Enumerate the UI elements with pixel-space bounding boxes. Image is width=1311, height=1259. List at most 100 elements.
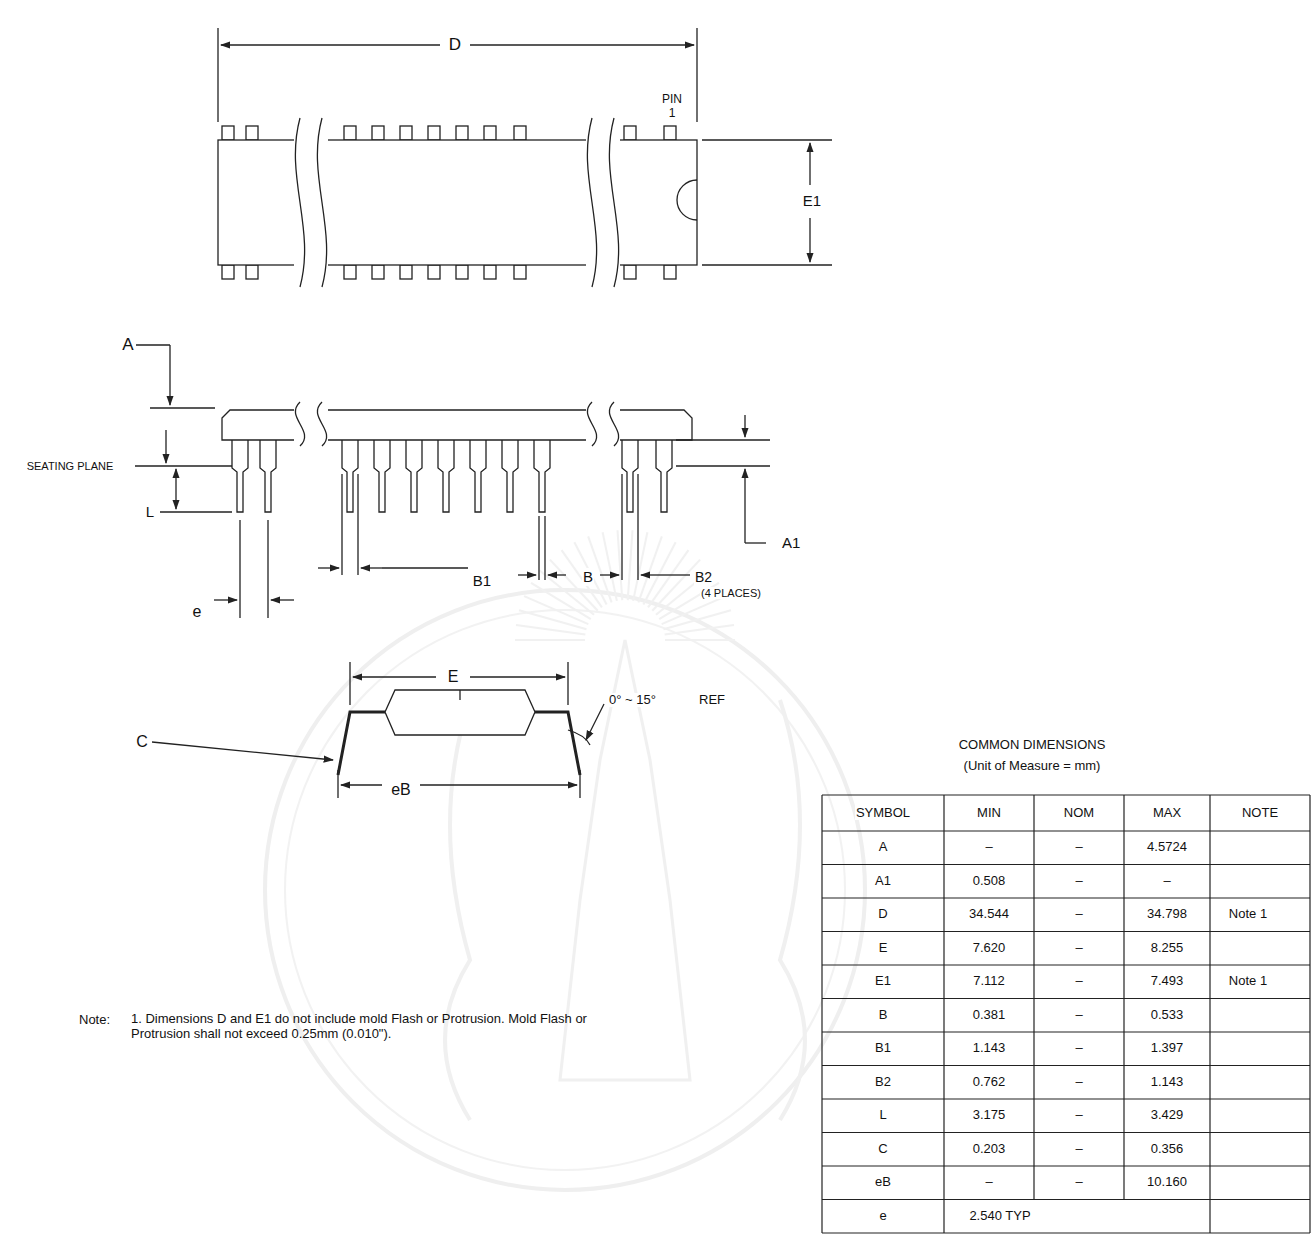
lead: [656, 440, 672, 512]
table-cell: L: [878, 1108, 887, 1123]
table-cell: 3.175: [972, 1108, 1007, 1123]
dimension-line: [221, 44, 440, 45]
table-cell: E: [878, 941, 889, 956]
table-cell: Note 1: [1228, 974, 1268, 989]
table-rule: [822, 1098, 1310, 1099]
lead: [406, 440, 422, 512]
table-rule: [822, 897, 1310, 898]
leader-line: [660, 574, 690, 575]
pin: [484, 265, 496, 279]
table-rule: [821, 795, 822, 1233]
table-cell: 10.160: [1146, 1175, 1188, 1190]
dimension-line: [809, 218, 810, 262]
pin: [428, 265, 440, 279]
dimension-table: [822, 795, 1310, 1233]
break-gap: [586, 117, 620, 288]
pin: [344, 265, 356, 279]
dimension-label: L: [145, 503, 155, 520]
table-rule: [1033, 795, 1034, 1200]
dimension-line: [175, 469, 176, 490]
lead-end: [535, 712, 580, 775]
table-cell: eB: [874, 1175, 892, 1190]
table-rule: [822, 1132, 1310, 1133]
extension-line: [696, 28, 697, 122]
pin: [344, 126, 356, 140]
table-rule: [822, 964, 1310, 965]
table-rule: [822, 1199, 1310, 1200]
extension-line: [579, 770, 580, 798]
dimension-line: [341, 784, 382, 785]
pin: [372, 265, 384, 279]
lead: [232, 440, 248, 512]
extension-line: [150, 407, 215, 408]
table-cell: 1.143: [1150, 1075, 1185, 1090]
extension-line: [267, 520, 268, 618]
dimension-line: [809, 143, 810, 185]
table-cell: D: [877, 907, 888, 922]
table-rule: [943, 795, 944, 1233]
leader-line: [136, 344, 170, 345]
dimension-label: A: [121, 335, 134, 355]
table-cell: –: [1074, 1142, 1083, 1157]
table-rule: [1309, 795, 1310, 1233]
extension-line: [621, 474, 622, 580]
pin: [624, 265, 636, 279]
table-rule: [1209, 795, 1210, 1233]
dimension-label: REF: [698, 693, 726, 708]
table-cell: –: [1074, 840, 1083, 855]
package-body-side: [222, 410, 692, 440]
table-rule: [822, 1232, 1310, 1233]
pin: [372, 126, 384, 140]
table-cell: –: [1074, 1075, 1083, 1090]
table-cell: A1: [874, 874, 892, 889]
extension-line: [341, 474, 342, 575]
table-cell: –: [1074, 874, 1083, 889]
pin: [514, 265, 526, 279]
extension-line: [337, 770, 338, 798]
table-rule: [822, 830, 1310, 831]
table-cell: 34.544: [968, 907, 1010, 922]
dimension-label: C: [135, 733, 149, 751]
lead: [470, 440, 486, 512]
table-cell: NOTE: [1241, 806, 1279, 821]
pin: [624, 126, 636, 140]
seating-plane-line: [135, 465, 232, 466]
dimension-label: B1: [472, 572, 492, 589]
dimension-line: [744, 415, 745, 437]
note-text: 1. Dimensions D and E1 do not include mo…: [130, 1012, 602, 1042]
table-cell: B1: [874, 1041, 892, 1056]
table-cell: C: [877, 1142, 888, 1157]
table-cell: 4.5724: [1146, 840, 1188, 855]
break-line: [317, 402, 326, 446]
table-cell: –: [1074, 941, 1083, 956]
table-rule: [1123, 795, 1124, 1200]
extension-line: [357, 474, 358, 575]
pin: [400, 265, 412, 279]
dimension-label: D: [448, 35, 462, 55]
break-gap: [586, 401, 620, 447]
break-line: [295, 118, 304, 287]
dimension-line: [744, 469, 745, 490]
table-cell: E1: [874, 974, 892, 989]
dimension-line: [420, 784, 577, 785]
package-body: [218, 140, 697, 265]
dimension-line: [641, 574, 660, 575]
dimension-line: [518, 574, 536, 575]
lead: [374, 440, 390, 512]
table-cell: MAX: [1152, 806, 1182, 821]
extension-line: [567, 662, 568, 705]
leader-line: [382, 567, 468, 568]
dimension-label: 1: [668, 107, 677, 121]
dimension-label: 0° ~ 15°: [608, 693, 657, 708]
table-cell: –: [1074, 1008, 1083, 1023]
extension-line: [239, 520, 240, 618]
break-line: [587, 118, 596, 287]
table-cell: 1.397: [1150, 1041, 1185, 1056]
break-line: [587, 402, 596, 446]
table-rule: [822, 931, 1310, 932]
watermark-seal: [265, 530, 865, 1190]
lead-end: [338, 712, 385, 775]
table-rule: [822, 998, 1310, 999]
dimension-label: E1: [802, 192, 822, 209]
extension-line: [702, 139, 832, 140]
